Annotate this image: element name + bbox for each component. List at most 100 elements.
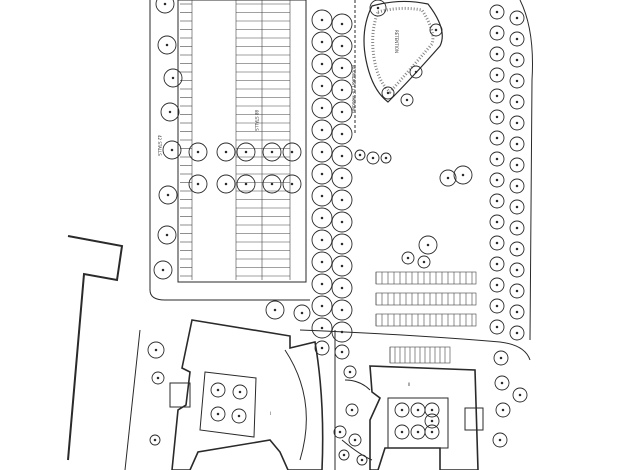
tree-trunk-mark <box>515 205 519 209</box>
tree-icon <box>417 255 431 269</box>
tree-icon <box>509 220 525 236</box>
tree-trunk-mark <box>498 438 502 442</box>
tree-icon <box>424 413 440 429</box>
tree-icon <box>158 185 178 205</box>
tree-trunk-mark <box>515 331 519 335</box>
tree-icon <box>311 163 333 185</box>
tree-trunk-mark <box>495 115 499 119</box>
road-edge <box>519 0 533 341</box>
tree-trunk-mark <box>320 260 324 264</box>
tree-trunk-mark <box>270 182 274 186</box>
tree-trunk-mark <box>446 176 450 180</box>
stair-east <box>464 407 484 431</box>
tree-icon <box>232 384 248 400</box>
tree-icon <box>509 31 525 47</box>
tree-trunk-mark <box>340 220 344 224</box>
tree-trunk-mark <box>400 408 404 412</box>
road-edge <box>299 329 531 361</box>
tree-trunk-mark <box>376 6 380 10</box>
tree-trunk-mark <box>414 70 418 74</box>
tree-trunk-mark <box>320 128 324 132</box>
retention-pond <box>363 0 443 103</box>
pond-hatch <box>371 6 435 95</box>
tree-icon <box>509 325 525 341</box>
tree-icon <box>495 402 511 418</box>
tree-icon <box>331 321 353 343</box>
courtyard-east <box>387 397 449 449</box>
tree-icon <box>380 152 392 164</box>
tree-trunk-mark <box>320 282 324 286</box>
tree-trunk-mark <box>196 182 200 186</box>
tree-trunk-mark <box>358 153 362 157</box>
tree-trunk-mark <box>495 178 499 182</box>
existing-building <box>67 235 124 461</box>
tree-icon <box>356 454 368 466</box>
tree-icon <box>162 140 182 160</box>
tree-icon <box>331 189 353 211</box>
tree-trunk-mark <box>371 156 375 160</box>
tree-icon <box>489 46 505 62</box>
tree-trunk-mark <box>340 66 344 70</box>
tree-icon <box>331 211 353 233</box>
driveway-edge <box>149 0 310 301</box>
tree-trunk-mark <box>320 18 324 22</box>
tree-trunk-mark <box>434 28 438 32</box>
tree-icon <box>424 424 440 440</box>
tree-trunk-mark <box>216 412 220 416</box>
tree-trunk-mark <box>400 430 404 434</box>
tree-trunk-mark <box>340 264 344 268</box>
tree-trunk-mark <box>238 390 242 394</box>
tree-icon <box>314 340 330 356</box>
label-pond: RETENTION <box>394 30 399 53</box>
tree-icon <box>282 174 302 194</box>
tree-trunk-mark <box>501 408 505 412</box>
tree-icon <box>311 9 333 31</box>
tree-trunk-mark <box>340 242 344 246</box>
tree-trunk-mark <box>273 308 277 312</box>
tree-icon <box>509 10 525 26</box>
tree-trunk-mark <box>165 233 169 237</box>
tree-trunk-mark <box>384 156 388 160</box>
tree-icon <box>343 365 357 379</box>
tree-icon <box>331 167 353 189</box>
tree-trunk-mark <box>405 98 409 102</box>
tree-trunk-mark <box>338 430 342 434</box>
tree-trunk-mark <box>495 31 499 35</box>
tree-icon <box>489 151 505 167</box>
tree-trunk-mark <box>224 150 228 154</box>
parking-bay <box>375 292 477 306</box>
driveway-edge <box>124 329 141 470</box>
tree-icon <box>311 97 333 119</box>
tree-icon <box>311 53 333 75</box>
tree-trunk-mark <box>342 453 346 457</box>
tree-trunk-mark <box>430 419 434 423</box>
tree-trunk-mark <box>166 193 170 197</box>
tree-icon <box>345 403 359 417</box>
tree-trunk-mark <box>348 370 352 374</box>
tree-trunk-mark <box>360 458 364 462</box>
tree-trunk-mark <box>515 226 519 230</box>
tree-trunk-mark <box>515 268 519 272</box>
tree-trunk-mark <box>244 150 248 154</box>
tree-icon <box>354 149 366 161</box>
tree-trunk-mark <box>495 52 499 56</box>
tree-trunk-mark <box>495 73 499 77</box>
label-42-stalls: 42 STALLS <box>157 135 162 156</box>
tree-icon <box>493 350 509 366</box>
tree-icon <box>512 387 528 403</box>
tree-trunk-mark <box>495 325 499 329</box>
tree-trunk-mark <box>244 182 248 186</box>
tree-trunk-mark <box>340 286 344 290</box>
tree-trunk-mark <box>320 238 324 242</box>
tree-trunk-mark <box>320 150 324 154</box>
tree-icon <box>188 142 208 162</box>
tree-icon <box>262 142 282 162</box>
tree-trunk-mark <box>500 381 504 385</box>
tree-trunk-mark <box>495 283 499 287</box>
tree-icon <box>147 341 165 359</box>
tree-icon <box>262 174 282 194</box>
tree-icon <box>331 13 353 35</box>
tree-icon <box>311 185 333 207</box>
tree-icon <box>149 434 161 446</box>
tree-icon <box>282 142 302 162</box>
